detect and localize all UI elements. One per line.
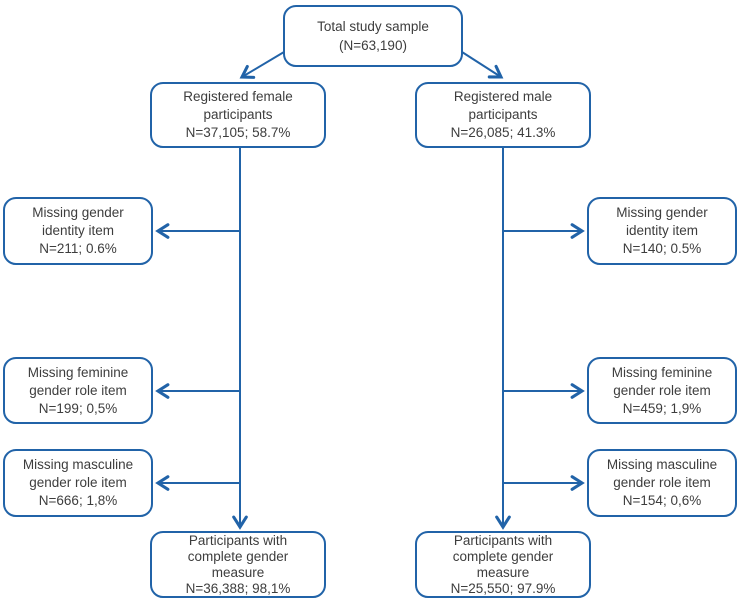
node-text-line: N=211; 0.6% (39, 241, 117, 256)
node-text-line: (N=63,190) (339, 38, 407, 53)
node-text-line: N=37,105; 58.7% (185, 125, 291, 140)
node-text-line: complete gender (452, 548, 554, 564)
node-text-line: Missing feminine (611, 364, 713, 380)
node-text-line: Missing masculine (22, 457, 134, 472)
node-text-line: N=140; 0.5% (622, 241, 702, 256)
node-text-line: gender role item (613, 382, 711, 398)
node-text-line: N=199; 0,5% (38, 400, 118, 416)
node-text-line: N=459; 1,9% (622, 400, 702, 416)
arrow-total-to-female (239, 51, 285, 79)
node-text-line: Registered male (453, 89, 553, 104)
node-text-line: Registered female (183, 89, 293, 104)
node-female-missing-identity: Missing gender identity item N=211; 0.6% (3, 197, 153, 265)
node-text-line: gender role item (29, 475, 127, 490)
arrow-total-to-male (461, 51, 504, 79)
node-text-line: N=36,388; 98,1% (185, 580, 291, 596)
node-text-line: gender role item (613, 475, 711, 490)
node-text-line: measure (476, 564, 530, 580)
node-text-line: N=154; 0,6% (622, 493, 702, 508)
node-male-missing-masculine: Missing masculine gender role item N=154… (587, 449, 737, 517)
node-text-line: N=26,085; 41.3% (450, 125, 556, 140)
node-text-line: measure (211, 564, 265, 580)
node-text-line: participants (203, 107, 273, 122)
node-female-missing-masculine: Missing masculine gender role item N=666… (3, 449, 153, 517)
node-text-line: Missing gender (32, 205, 124, 220)
node-male-missing-feminine: Missing feminine gender role item N=459;… (587, 357, 737, 424)
node-text-line: Missing gender (616, 205, 708, 220)
node-text-line: Missing feminine (27, 364, 129, 380)
node-registered-male: Registered male participants N=26,085; 4… (415, 82, 591, 148)
node-registered-female: Registered female participants N=37,105;… (150, 82, 326, 148)
node-total-sample: Total study sample (N=63,190) (283, 5, 463, 67)
node-female-missing-feminine: Missing feminine gender role item N=199;… (3, 357, 153, 424)
node-female-complete: Participants with complete gender measur… (150, 531, 326, 598)
node-text-line: identity item (625, 223, 699, 238)
node-text-line: Missing masculine (606, 457, 718, 472)
node-male-complete: Participants with complete gender measur… (415, 531, 591, 598)
node-text-line: complete gender (187, 548, 289, 564)
node-text-line: Participants with (188, 532, 288, 548)
node-text-line: N=25,550; 97.9% (450, 580, 556, 596)
node-text-line: Total study sample (317, 19, 429, 34)
node-text-line: participants (468, 107, 538, 122)
node-text-line: N=666; 1,8% (38, 493, 118, 508)
node-text-line: gender role item (29, 382, 127, 398)
node-text-line: identity item (41, 223, 115, 238)
node-male-missing-identity: Missing gender identity item N=140; 0.5% (587, 197, 737, 265)
node-text-line: Participants with (453, 532, 553, 548)
